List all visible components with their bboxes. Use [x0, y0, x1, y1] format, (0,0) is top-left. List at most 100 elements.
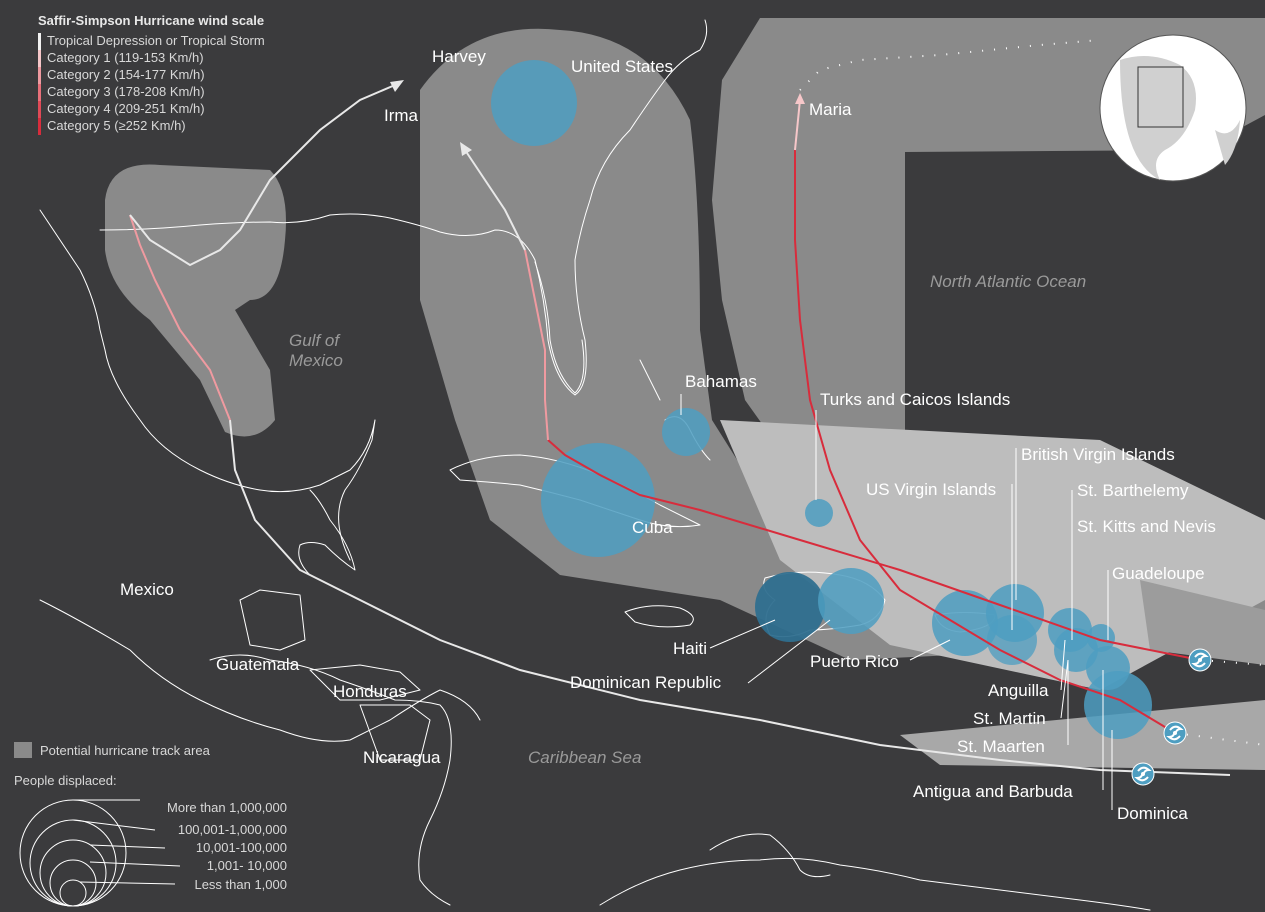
track-area-lower	[900, 700, 1265, 770]
label-st-barthelemy: St. Barthelemy	[1077, 481, 1189, 500]
track-harvey-gulf	[129, 214, 231, 421]
track-maria-north	[794, 99, 801, 151]
track-harvey-north	[129, 84, 396, 267]
bubble-us	[491, 60, 577, 146]
track-area-harvey	[105, 164, 286, 437]
displaced-circle-1	[59, 879, 87, 907]
border-nicaragua	[359, 704, 431, 761]
label-guatemala: Guatemala	[216, 655, 300, 674]
wind-scale-label: Category 2 (154-177 Km/h)	[47, 67, 205, 82]
hurricane-icons	[1131, 648, 1212, 786]
displaced-size-4: 1,001- 10,000	[207, 858, 287, 873]
label-gulf-1: Gulf of	[289, 331, 341, 350]
arrow-harvey	[390, 80, 404, 92]
track-area-overlap-2	[1140, 580, 1265, 665]
label-honduras: Honduras	[333, 682, 407, 701]
track-area-overlap	[720, 420, 1265, 690]
hurricane-icon	[1163, 721, 1187, 745]
track-area-legend: Potential hurricane track area	[14, 742, 211, 758]
label-bahamas: Bahamas	[685, 372, 757, 391]
displaced-circle-3	[39, 839, 107, 907]
bubble-antigua	[1084, 671, 1152, 739]
coast-south-america-2	[709, 833, 831, 878]
label-dominican: Dominican Republic	[570, 673, 722, 692]
borders	[239, 589, 431, 761]
wind-scale-legend: Saffir-Simpson Hurricane wind scale Trop…	[38, 13, 265, 135]
coast-central-america	[209, 654, 452, 906]
wind-scale-swatch	[38, 101, 41, 118]
track-irma-cat5	[547, 439, 1201, 661]
label-usvi: US Virgin Islands	[866, 480, 996, 499]
coastlines	[39, 19, 1151, 911]
wind-scale-swatch	[38, 84, 41, 101]
wind-scale-title: Saffir-Simpson Hurricane wind scale	[38, 13, 264, 28]
label-cuba: Cuba	[632, 518, 673, 537]
coast-mexico	[39, 599, 481, 742]
coast-gulf-us	[39, 209, 376, 561]
hurricane-icon	[1188, 648, 1212, 672]
leader-lines	[680, 394, 1113, 810]
label-maria: Maria	[809, 100, 852, 119]
label-haiti: Haiti	[673, 639, 707, 658]
wind-scale-label: Category 4 (209-251 Km/h)	[47, 101, 205, 116]
displaced-size-3: 10,001-100,000	[196, 840, 287, 855]
bubble-cuba	[541, 443, 655, 557]
track-harvey-south	[229, 419, 1231, 776]
bubble-turks	[805, 499, 833, 527]
label-turks: Turks and Caicos Islands	[820, 390, 1010, 409]
label-irma: Irma	[384, 106, 419, 125]
labels: Harvey Irma Maria North Atlantic Ocean G…	[120, 47, 1216, 823]
label-atlantic: North Atlantic Ocean	[930, 272, 1086, 291]
coast-florida	[534, 261, 585, 394]
track-area-maria	[712, 18, 1265, 560]
label-st-kitts: St. Kitts and Nevis	[1077, 517, 1216, 536]
wind-scale-swatch	[38, 118, 41, 135]
label-gulf-2: Mexico	[289, 351, 343, 370]
hurricane-tracks	[129, 39, 1265, 776]
coast-yucatan	[298, 489, 356, 576]
label-antigua: Antigua and Barbuda	[913, 782, 1073, 801]
wind-scale-label: Category 3 (178-208 Km/h)	[47, 84, 205, 99]
bubble-bahamas	[662, 408, 710, 456]
track-maria-cat5	[794, 150, 1176, 734]
track-irma-florida	[524, 249, 549, 441]
label-nicaragua: Nicaragua	[363, 748, 441, 767]
displaced-title: People displaced:	[14, 773, 117, 788]
track-area-label: Potential hurricane track area	[40, 743, 211, 758]
label-bvi: British Virgin Islands	[1021, 445, 1175, 464]
displaced-circle-2	[49, 859, 97, 907]
arrow-irma	[460, 142, 472, 156]
wind-scale-label: Category 5 (≥252 Km/h)	[47, 118, 186, 133]
displaced-size-1: More than 1,000,000	[167, 800, 287, 815]
label-anguilla: Anguilla	[988, 681, 1049, 700]
wind-scale-swatch	[38, 33, 41, 50]
displaced-size-2: 100,001-1,000,000	[178, 822, 287, 837]
coast-south-america	[599, 857, 1151, 911]
coast-east-us	[664, 19, 708, 81]
bubble-st-martin	[1054, 628, 1098, 672]
island-cuba	[449, 454, 701, 528]
wind-scale-label: Category 1 (119-153 Km/h)	[47, 50, 204, 65]
bubble-haiti	[755, 572, 825, 642]
arrow-maria	[795, 93, 805, 104]
border-honduras	[309, 664, 421, 701]
displaced-size-5: Less than 1,000	[194, 877, 287, 892]
wind-scale-label: Tropical Depression or Tropical Storm	[47, 33, 265, 48]
wind-scale-swatch	[38, 67, 41, 84]
globe-locator-icon	[1099, 34, 1247, 182]
island-jamaica	[624, 605, 694, 628]
label-st-martin: St. Martin	[973, 709, 1046, 728]
border-guatemala	[239, 589, 306, 651]
hurricane-icon	[1131, 762, 1155, 786]
track-irma-north	[464, 149, 526, 251]
label-us: United States	[571, 57, 673, 76]
displaced-circle-5	[19, 799, 127, 907]
label-mexico: Mexico	[120, 580, 174, 599]
label-puerto-rico: Puerto Rico	[810, 652, 899, 671]
label-guadeloupe: Guadeloupe	[1112, 564, 1205, 583]
label-st-maarten: St. Maarten	[957, 737, 1045, 756]
displaced-legend: People displaced: More than 1,000,000 10…	[14, 773, 287, 907]
bubble-bvi	[987, 615, 1037, 665]
label-dominica: Dominica	[1117, 804, 1188, 823]
